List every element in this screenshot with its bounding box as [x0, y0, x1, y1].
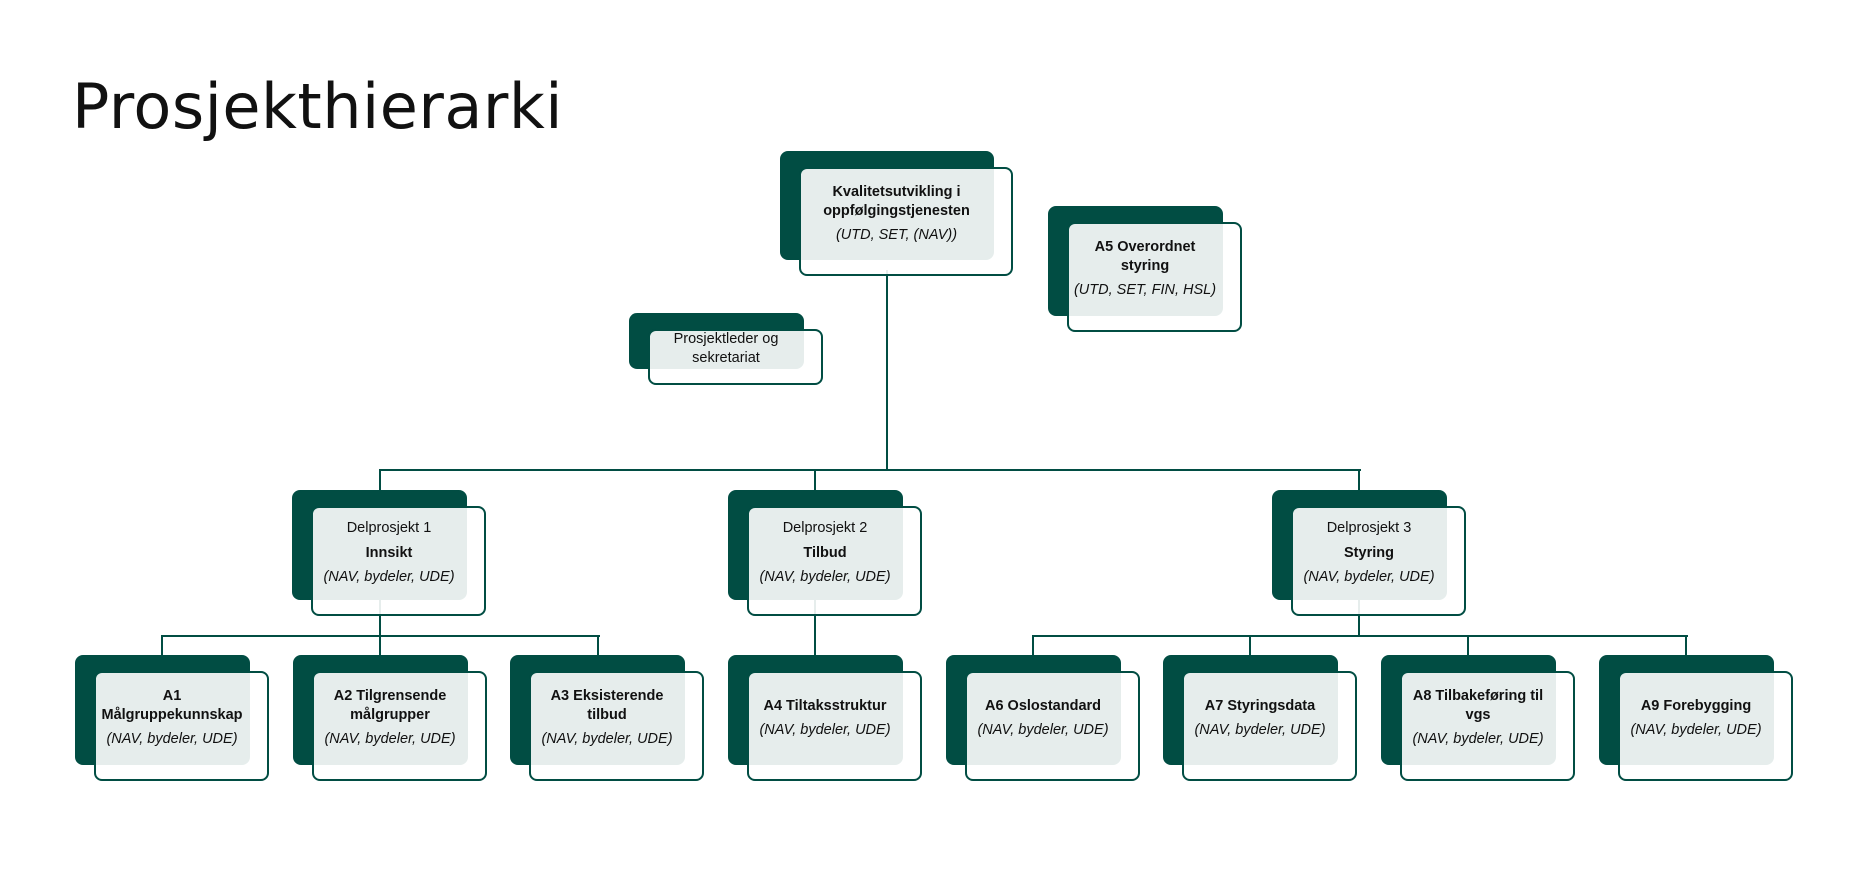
node-owners: (UTD, SET, (NAV)) [835, 226, 958, 243]
node-title: Prosjektleder og sekretariat [673, 331, 779, 366]
node-title: Styring [1344, 545, 1394, 561]
node-owners: (NAV, bydeler, UDE) [1412, 731, 1544, 747]
node-label: Delprosjekt 2 [782, 520, 868, 536]
node-title: A4 Tiltaksstruktur [763, 697, 887, 714]
page-title: Prosjekthierarki [72, 70, 564, 143]
connector [886, 270, 888, 470]
subproject-2-node: Delprosjekt 2 Tilbud (NAV, bydeler, UDE) [728, 490, 922, 616]
connector [1358, 600, 1360, 637]
node-owners: (NAV, bydeler, UDE) [759, 721, 891, 738]
node-owners: (UTD, SET, FIN, HSL) [1073, 282, 1217, 298]
root-node: Kvalitetsutvikling i oppfølgingstjeneste… [780, 151, 1013, 276]
node-owners: (NAV, bydeler, UDE) [541, 731, 673, 747]
connector [379, 600, 381, 637]
connector [1032, 635, 1688, 637]
activity-a1-node: A1 Målgruppekunnskap (NAV, bydeler, UDE) [75, 655, 269, 781]
connector [1685, 635, 1687, 655]
activity-a6-node: A6 Oslostandard (NAV, bydeler, UDE) [946, 655, 1140, 781]
connector [1467, 635, 1469, 655]
connector [1358, 469, 1360, 506]
node-owners: (NAV, bydeler, UDE) [1303, 569, 1435, 585]
node-title: Tilbud [803, 545, 847, 561]
secretariat-node: Prosjektleder og sekretariat [629, 313, 823, 385]
activity-a3-node: A3 Eksisterende tilbud (NAV, bydeler, UDE… [510, 655, 704, 781]
node-owners: (NAV, bydeler, UDE) [759, 569, 891, 585]
connector [597, 635, 599, 655]
node-title: A7 Styringsdata [1204, 697, 1316, 714]
connector [161, 635, 163, 655]
activity-a7-node: A7 Styringsdata (NAV, bydeler, UDE) [1163, 655, 1357, 781]
node-owners: (NAV, bydeler, UDE) [1194, 721, 1326, 738]
connector [814, 600, 816, 655]
node-title: Kvalitetsutvikling i oppfølgingstjeneste… [823, 183, 970, 219]
connector [379, 635, 381, 655]
connector [379, 469, 381, 506]
node-title: A9 Forebygging [1640, 697, 1752, 714]
node-owners: (NAV, bydeler, UDE) [1630, 721, 1762, 738]
subproject-3-node: Delprosjekt 3 Styring (NAV, bydeler, UDE) [1272, 490, 1466, 616]
activity-a9-node: A9 Forebygging (NAV, bydeler, UDE) [1599, 655, 1793, 781]
node-title: A3 Eksisterende tilbud [550, 688, 664, 723]
node-title: A5 Overordnet styring [1094, 239, 1196, 274]
node-owners: (NAV, bydeler, UDE) [977, 721, 1109, 738]
connector [1032, 635, 1034, 655]
node-label: Delprosjekt 3 [1326, 520, 1412, 536]
connector [814, 469, 816, 506]
node-owners: (NAV, bydeler, UDE) [106, 731, 238, 747]
node-title: A6 Oslostandard [984, 697, 1102, 714]
node-title: A1 Målgruppekunnskap [101, 688, 243, 723]
subproject-1-node: Delprosjekt 1 Innsikt (NAV, bydeler, UDE) [292, 490, 486, 616]
a5-node: A5 Overordnet styring (UTD, SET, FIN, HSL… [1048, 206, 1242, 332]
node-title: A2 Tilgrensende målgrupper [333, 688, 447, 723]
activity-a2-node: A2 Tilgrensende målgrupper (NAV, bydeler,… [293, 655, 487, 781]
node-title: Innsikt [365, 545, 413, 561]
activity-a8-node: A8 Tilbakeføring til vgs (NAV, bydeler, U… [1381, 655, 1575, 781]
activity-a4-node: A4 Tiltaksstruktur (NAV, bydeler, UDE) [728, 655, 922, 781]
node-owners: (NAV, bydeler, UDE) [324, 731, 456, 747]
node-label: Delprosjekt 1 [346, 520, 432, 536]
connector [1249, 635, 1251, 655]
node-owners: (NAV, bydeler, UDE) [323, 569, 455, 585]
node-title: A8 Tilbakeføring til vgs [1412, 688, 1544, 723]
connector [380, 469, 1361, 471]
